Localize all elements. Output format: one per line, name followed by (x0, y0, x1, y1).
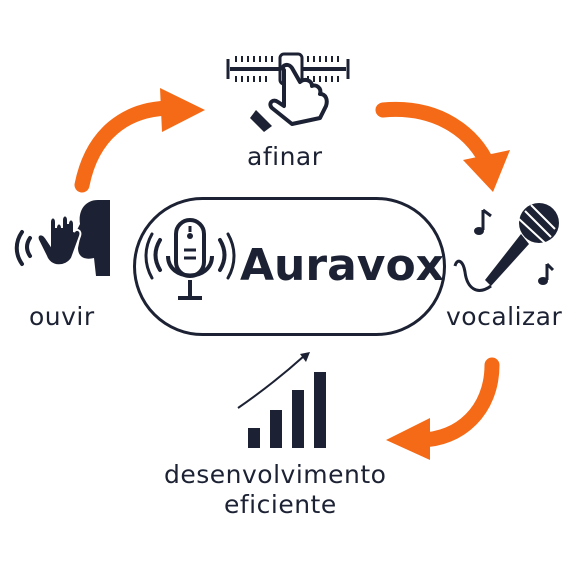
arrowhead-ouvir-to-afinar (160, 88, 205, 132)
brand-name: Auravox (240, 240, 445, 291)
node-label-eficiente: eficiente (224, 490, 337, 519)
arrow-ouvir-to-afinar (74, 100, 180, 193)
arrow-vocalizar-to-bottom (412, 357, 500, 448)
growth-bars-icon (237, 352, 326, 448)
arrowhead-vocalizar-to-bottom (386, 418, 430, 460)
microphone-icon (144, 218, 236, 300)
node-label-desenvolvimento: desenvolvimento (164, 460, 387, 489)
node-label-vocalizar: vocalizar (446, 302, 563, 331)
arrow-afinar-to-vocalizar (375, 101, 496, 173)
microphone-music-icon (453, 203, 559, 292)
slider-finger-icon (226, 52, 350, 132)
listening-ear-icon (14, 200, 110, 276)
node-label-afinar: afinar (247, 142, 323, 171)
arrowhead-afinar-to-vocalizar (463, 150, 510, 192)
brand-pill (133, 197, 446, 336)
node-label-ouvir: ouvir (29, 302, 95, 331)
